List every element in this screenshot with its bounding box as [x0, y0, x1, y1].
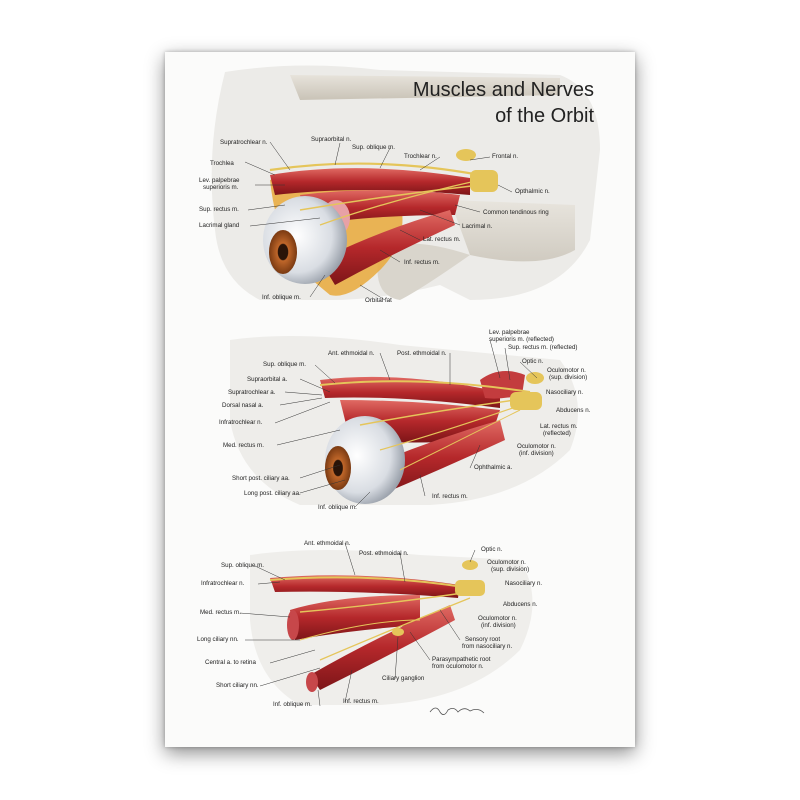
label-frontal-n: Frontal n. [492, 153, 519, 160]
label-orbital-fat: Orbital fat [365, 297, 392, 304]
panel-top-art [211, 65, 600, 300]
label-oculomotor-sup-2-bot: (sup. division) [491, 566, 530, 573]
label-parasympathetic-root-1: Parasympathetic root [432, 656, 491, 663]
label-oculomotor-inf-2-mid: (inf. division) [519, 450, 554, 457]
label-infratrochlear-n-mid: Infratrochlear n. [219, 419, 263, 426]
label-trochlear-n: Trochlear n. [404, 153, 437, 160]
label-short-post-ciliary-aa: Short post. ciliary aa. [232, 475, 290, 482]
artist-signature [429, 707, 485, 715]
label-oculomotor-sup-1-bot: Oculomotor n. [487, 559, 526, 566]
label-lat-rectus-reflected-1: Lat. rectus m. [540, 423, 578, 430]
panel-bottom-art [250, 550, 533, 705]
leader-lines [239, 141, 538, 707]
label-post-ethmoidal-n-mid: Post. ethmoidal n. [397, 350, 447, 357]
label-sensory-root-2: from nasociliary n. [462, 643, 513, 650]
label-ciliary-ganglion: Ciliary ganglion [382, 675, 425, 682]
label-abducens-n-mid: Abducens n. [556, 407, 591, 414]
panel-middle-art [230, 336, 578, 505]
label-inf-oblique-m: Inf. oblique m. [262, 294, 301, 301]
label-sup-oblique-m-mid: Sup. oblique m. [263, 361, 306, 368]
label-med-rectus-m-mid: Med. rectus m. [223, 442, 264, 449]
label-inf-rectus-m-mid: Inf. rectus m. [432, 493, 468, 500]
label-short-ciliary-nn: Short ciliary nn. [216, 682, 259, 689]
label-med-rectus-m-bot: Med. rectus m. [200, 609, 241, 616]
label-lev-palpebrae-reflected-1: Lev. palpebrae [489, 329, 530, 336]
label-optic-n-mid: Optic n. [522, 358, 544, 365]
poster-title-line2: of the Orbit [495, 105, 594, 127]
label-inf-rectus-m: Inf. rectus m. [404, 259, 440, 266]
label-supraorbital-n: Supraorbital n. [311, 136, 352, 143]
label-sup-rectus-m: Sup. rectus m. [199, 206, 239, 213]
label-sensory-root-1: Sensory root [465, 636, 501, 643]
label-nasociliary-n-bot: Nasociliary n. [505, 580, 543, 587]
label-oculomotor-sup-2-mid: (sup. division) [549, 374, 588, 381]
label-inf-rectus-m-bot: Inf. rectus m. [343, 698, 379, 705]
label-ant-ethmoidal-n-mid: Ant. ethmoidal n. [328, 350, 375, 357]
label-optic-n-bot: Optic n. [481, 546, 503, 553]
label-nasociliary-n-mid: Nasociliary n. [546, 389, 584, 396]
label-oculomotor-sup-1-mid: Oculomotor n. [547, 367, 586, 374]
label-ant-ethmoidal-n-bot: Ant. ethmoidal n. [304, 540, 351, 547]
label-sup-oblique-m: Sup. oblique m. [352, 144, 395, 151]
label-long-ciliary-nn: Long ciliary nn. [197, 636, 239, 643]
label-lacrimal-n: Lacrimal n. [462, 223, 493, 230]
label-lat-rectus-reflected-2: (reflected) [543, 430, 571, 437]
label-lacrimal-gland: Lacrimal gland [199, 222, 240, 229]
label-lev-palpebrae-2: superioris m. [203, 184, 239, 191]
label-opthalmic-n: Opthalmic n. [515, 188, 550, 195]
label-dorsal-nasal-a: Dorsal nasal a. [222, 402, 264, 409]
label-common-tendinous-ring: Common tendinous ring [483, 209, 549, 216]
label-post-ethmoidal-n-bot: Post. ethmoidal n. [359, 550, 409, 557]
label-trochlea: Trochlea [210, 160, 234, 167]
label-lev-palpebrae-reflected-2: superioris m. (reflected) [489, 336, 554, 343]
label-abducens-n-bot: Abducens n. [503, 601, 538, 608]
poster-title-line1: Muscles and Nerves [412, 79, 594, 101]
label-supraorbital-a: Supraorbital a. [247, 376, 288, 383]
label-supratrochlear-n: Supratrochlear n. [220, 139, 268, 146]
label-parasympathetic-root-2: from oculomotor n. [432, 663, 484, 670]
label-long-post-ciliary-aa: Long post. ciliary aa. [244, 490, 301, 497]
label-supratrochlear-a: Supratrochlear a. [228, 389, 276, 396]
label-central-a-retina: Central a. to retina [205, 659, 256, 666]
label-oculomotor-inf-2-bot: (inf. division) [481, 622, 516, 629]
label-inf-oblique-m-bot: Inf. oblique m. [273, 701, 312, 708]
label-oculomotor-inf-1-bot: Oculomotor n. [478, 615, 517, 622]
label-lev-palpebrae-1: Lev. palpebrae [199, 177, 240, 184]
label-ophthalmic-a: Ophthalmic a. [474, 464, 513, 471]
label-sup-rectus-reflected: Sup. rectus m. (reflected) [508, 344, 578, 351]
label-sup-oblique-m-bot: Sup. oblique m. [221, 562, 264, 569]
label-oculomotor-inf-1-mid: Oculomotor n. [517, 443, 556, 450]
label-infratrochlear-n-bot: Infratrochlear n. [201, 580, 245, 587]
label-inf-oblique-m-mid: Inf. oblique m. [318, 504, 357, 511]
label-lat-rectus-m: Lat. rectus m. [423, 236, 461, 243]
